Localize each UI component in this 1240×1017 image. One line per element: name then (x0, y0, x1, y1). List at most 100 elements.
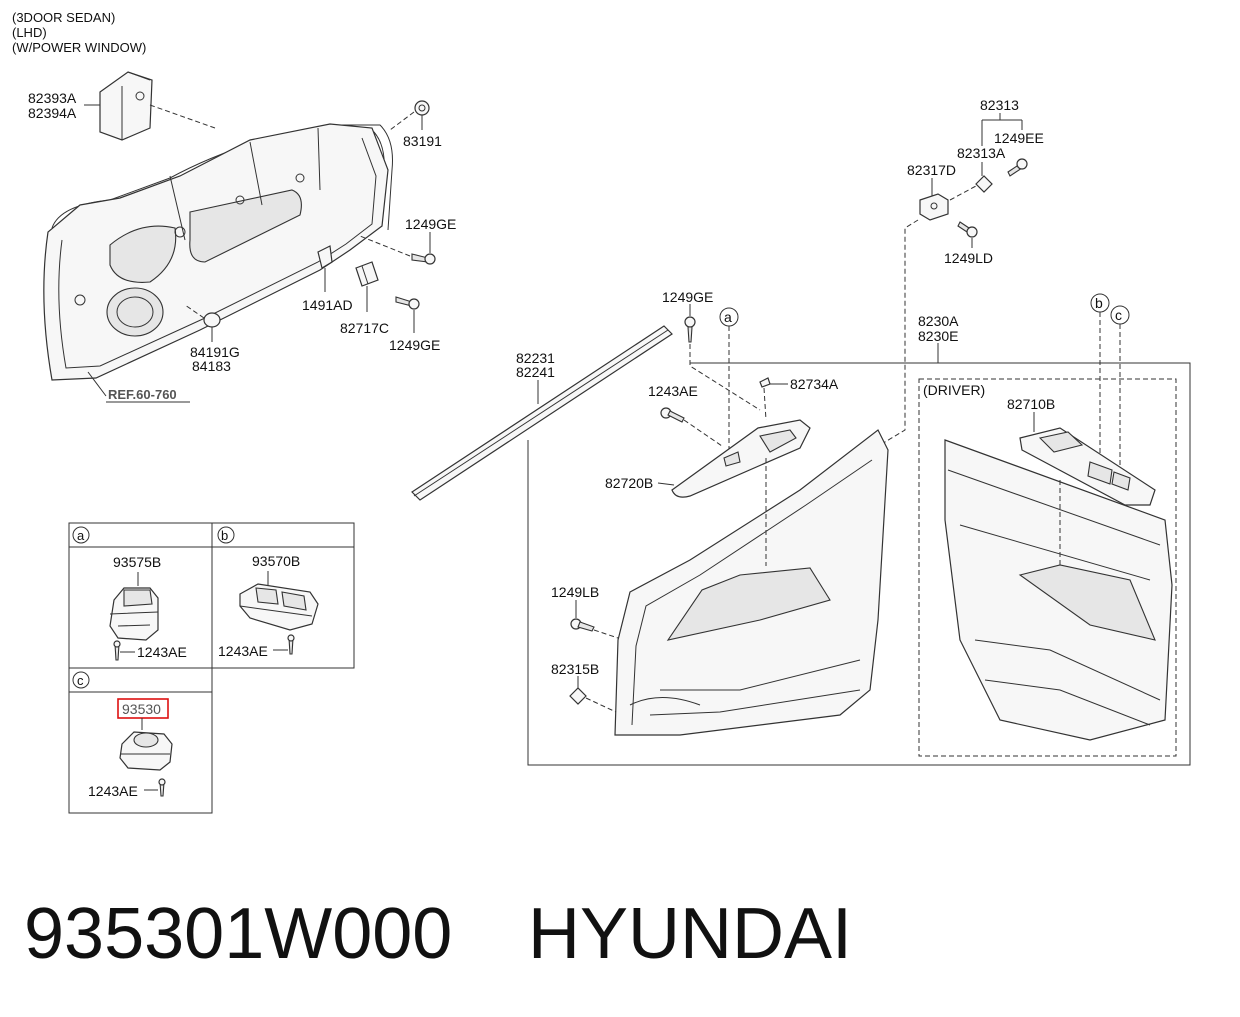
inset-cell-b[interactable]: b 93570B 1243AE (217, 526, 319, 659)
label-82734a[interactable]: 82734A (790, 376, 839, 392)
door-trim-panel-pocket (666, 567, 831, 641)
part-82315b[interactable] (569, 687, 587, 705)
door-shell-contour (58, 137, 377, 369)
dash-82317d (949, 185, 977, 201)
part-82313a[interactable] (975, 175, 993, 193)
label-1243ae-a[interactable]: 1243AE (648, 383, 698, 399)
label-82720b[interactable]: 82720B (605, 475, 653, 491)
label-84183[interactable]: 84183 (192, 358, 231, 374)
label-82710b[interactable]: 82710B (1007, 396, 1055, 412)
label-82393a[interactable]: 82393A (28, 90, 77, 106)
door-trim-panel-8230a[interactable] (614, 429, 889, 736)
screw-1243ae-a (667, 410, 685, 423)
part-82393a[interactable] (99, 71, 153, 141)
label-82231[interactable]: 82231 (516, 350, 555, 366)
driver-door-trim-panel-pocket (1018, 564, 1156, 641)
callout-a-main[interactable]: a (719, 307, 739, 327)
label-1249ge-b[interactable]: 1249GE (389, 337, 440, 353)
label-93570b[interactable]: 93570B (252, 553, 300, 569)
part-1491ad[interactable] (317, 245, 333, 269)
label-ref-60-760[interactable]: REF.60-760 (108, 387, 177, 402)
part-82717c[interactable] (355, 261, 379, 287)
part-1243ae-a[interactable] (660, 407, 685, 423)
callout-b-main-letter: b (1095, 295, 1103, 311)
clip-1491ad (317, 245, 333, 269)
label-1249ld[interactable]: 1249LD (944, 250, 993, 266)
label-1243ae-b[interactable]: 1243AE (137, 644, 187, 660)
inset-callout-a-circle (72, 526, 90, 544)
switch-93570b-button-1 (255, 587, 279, 605)
label-1249lb[interactable]: 1249LB (551, 584, 599, 600)
bracket-82317d (919, 193, 949, 221)
door-trim-panel-contour-1 (631, 459, 873, 726)
armrest-trim-82710b-switch-c (1111, 471, 1131, 491)
part-1249ge-c[interactable] (684, 316, 696, 343)
screw-1249ge-c-head (684, 316, 696, 328)
door-trim-panel-contour-2 (649, 659, 861, 716)
label-1491ad[interactable]: 1491AD (302, 297, 353, 313)
label-82394a[interactable]: 82394A (28, 105, 77, 121)
label-82717c[interactable]: 82717C (340, 320, 389, 336)
label-driver[interactable]: (DRIVER) (923, 382, 985, 398)
part-1249ge-a[interactable] (411, 253, 436, 265)
callout-c-main[interactable]: c (1110, 305, 1130, 325)
label-1243ae-d[interactable]: 1243AE (88, 783, 138, 799)
part-1249ld[interactable] (957, 221, 978, 238)
part-82710b[interactable] (1019, 427, 1156, 506)
label-93575b[interactable]: 93575B (113, 554, 161, 570)
label-1249ee[interactable]: 1249EE (994, 130, 1044, 146)
label-8230a[interactable]: 8230A (918, 313, 959, 329)
label-1243ae-c[interactable]: 1243AE (218, 643, 268, 659)
door-trim-panel-driver[interactable] (944, 439, 1173, 741)
plug-84191g (203, 312, 221, 328)
part-82720b[interactable] (671, 419, 811, 498)
part-1249ge-b[interactable] (395, 296, 420, 310)
part-84191g[interactable] (203, 312, 221, 328)
part-82317d[interactable] (919, 193, 949, 221)
label-82313a[interactable]: 82313A (957, 145, 1006, 161)
inset-cell-c[interactable]: c 93530 1243AE (72, 671, 173, 799)
armrest-trim-82720b-slot (723, 451, 741, 467)
callout-a-main-letter: a (724, 309, 732, 325)
switch-inset-table (68, 522, 355, 814)
door-trim-panel-speaker (629, 697, 701, 706)
label-82313[interactable]: 82313 (980, 97, 1019, 113)
callout-c-main-letter: c (1115, 307, 1122, 323)
label-82317d[interactable]: 82317D (907, 162, 956, 178)
switch-93570b (239, 583, 319, 631)
door-trim-assembly-frame (527, 362, 1191, 766)
dash-82393a (149, 104, 216, 129)
label-82241[interactable]: 82241 (516, 364, 555, 380)
label-83191[interactable]: 83191 (403, 133, 442, 149)
screw-1243ae-d-head (158, 778, 166, 786)
label-1249ge-c[interactable]: 1249GE (662, 289, 713, 305)
label-82315b[interactable]: 82315B (551, 661, 599, 677)
highlighted-part-box (117, 698, 169, 719)
dash-1249ge-c (689, 344, 761, 411)
screw-1243ae-b-head (113, 640, 121, 648)
armrest-trim-82720b-switch-hole (759, 429, 797, 453)
door-hole-3 (235, 195, 245, 205)
label-1249ge-a[interactable]: 1249GE (405, 216, 456, 232)
switch-93575b (109, 587, 159, 641)
part-1249ee[interactable] (1007, 158, 1028, 177)
label-84191g[interactable]: 84191G (190, 344, 240, 360)
ref-leader (87, 371, 107, 397)
callout-b-main[interactable]: b (1090, 293, 1110, 313)
part-82231[interactable] (411, 325, 673, 501)
bracket-82393a-edges (121, 71, 151, 140)
part-83191[interactable] (414, 100, 430, 116)
inset-cell-a[interactable]: a 93575B 1243AE (72, 526, 187, 661)
label-93530[interactable]: 93530 (122, 701, 161, 717)
dash-83191 (389, 111, 415, 131)
part-82734a[interactable] (759, 377, 771, 388)
label-8230e[interactable]: 8230E (918, 328, 958, 344)
door-cutout-window-regulator (189, 189, 302, 263)
clip-82315b (569, 687, 587, 705)
dash-1249lb (593, 629, 619, 639)
inset-callout-b-circle (217, 526, 235, 544)
part-1249lb[interactable] (570, 618, 595, 632)
switch-93570b-body (239, 583, 319, 631)
inset-callout-c-letter: c (77, 673, 84, 688)
driver-variant-box (918, 378, 1177, 757)
